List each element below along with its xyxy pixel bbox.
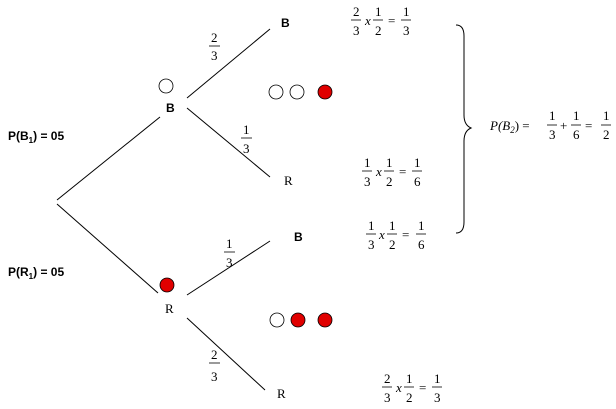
svg-text:3: 3 <box>384 390 391 405</box>
svg-text:1: 1 <box>226 236 233 251</box>
edge-r-to-b <box>186 240 271 296</box>
node-b-r: R <box>284 173 293 188</box>
svg-text:x: x <box>364 13 371 28</box>
svg-text:3: 3 <box>211 369 218 384</box>
urn-ball-red <box>290 312 306 328</box>
svg-text:x: x <box>375 164 382 179</box>
branch-prob-r-to-r: 2 3 <box>209 347 220 384</box>
edge-r-to-r <box>186 317 266 391</box>
svg-text:1: 1 <box>386 155 393 170</box>
svg-text:=: = <box>399 164 406 179</box>
svg-text:6: 6 <box>414 174 421 189</box>
branch-prob-b-to-b: 2 3 <box>209 30 220 63</box>
urn-ball-red <box>159 277 175 293</box>
svg-text:+: + <box>560 118 567 133</box>
svg-text:1: 1 <box>368 218 375 233</box>
svg-text:1: 1 <box>549 108 556 123</box>
svg-text:1: 1 <box>434 371 441 386</box>
svg-text:3: 3 <box>434 390 441 405</box>
svg-text:3: 3 <box>368 237 375 252</box>
urn-ball-white <box>269 312 285 328</box>
svg-text:2: 2 <box>211 347 218 362</box>
svg-text:1: 1 <box>375 4 382 19</box>
product-rr: 2 3 x 1 2 = 1 3 <box>382 371 442 405</box>
grouping-brace <box>455 24 473 234</box>
svg-text:3: 3 <box>243 141 250 156</box>
svg-text:1: 1 <box>603 108 610 123</box>
svg-text:3: 3 <box>403 23 410 38</box>
svg-text:2: 2 <box>353 4 360 19</box>
node-first-b: B <box>166 101 175 115</box>
prior-b1: P(B1) = 05 <box>8 129 64 145</box>
svg-text:1: 1 <box>573 108 580 123</box>
svg-text:x: x <box>378 227 385 242</box>
svg-text:3: 3 <box>226 255 233 270</box>
svg-text:3: 3 <box>211 48 218 63</box>
svg-text:6: 6 <box>573 127 580 142</box>
edge-b-to-r <box>186 107 271 178</box>
svg-text:=: = <box>402 227 409 242</box>
product-bb: 2 3 x 1 2 = 1 3 <box>351 4 411 38</box>
edge-root-to-b <box>56 116 161 201</box>
svg-text:1: 1 <box>406 371 413 386</box>
node-b-b: B <box>281 16 290 30</box>
urn-ball-red <box>317 84 333 100</box>
svg-text:2: 2 <box>375 23 382 38</box>
svg-text:P(B2) =: P(B2) = <box>489 118 530 135</box>
urn-ball-red <box>317 312 333 328</box>
svg-text:2: 2 <box>389 237 396 252</box>
svg-text:1: 1 <box>364 155 371 170</box>
svg-text:1: 1 <box>414 155 421 170</box>
product-rb: 1 3 x 1 2 = 1 6 <box>366 218 426 252</box>
svg-text:2: 2 <box>384 371 391 386</box>
urn-ball-white <box>158 78 174 94</box>
svg-text:2: 2 <box>603 127 610 142</box>
svg-text:6: 6 <box>418 237 425 252</box>
svg-text:=: = <box>419 380 426 395</box>
svg-text:1: 1 <box>403 4 410 19</box>
svg-text:2: 2 <box>211 30 218 45</box>
branch-prob-b-to-r: 1 3 <box>241 122 252 156</box>
svg-text:3: 3 <box>353 23 360 38</box>
prior-r1: P(R1) = 05 <box>8 265 64 281</box>
edge-b-to-b <box>186 28 271 99</box>
node-first-r: R <box>165 301 174 316</box>
svg-text:2: 2 <box>406 390 413 405</box>
svg-text:1: 1 <box>243 122 250 137</box>
branch-prob-r-to-b: 1 3 <box>224 236 235 270</box>
svg-text:=: = <box>585 118 592 133</box>
product-br: 1 3 x 1 2 = 1 6 <box>362 155 422 189</box>
svg-text:1: 1 <box>389 218 396 233</box>
urn-ball-white <box>268 84 284 100</box>
svg-text:2: 2 <box>386 174 393 189</box>
svg-text:=: = <box>388 13 395 28</box>
edge-root-to-r <box>56 203 159 294</box>
urn-ball-white <box>289 84 305 100</box>
svg-text:x: x <box>395 380 402 395</box>
svg-text:3: 3 <box>549 127 556 142</box>
svg-text:1: 1 <box>418 218 425 233</box>
svg-text:3: 3 <box>364 174 371 189</box>
result-equation: P(B2) = 1 3 + 1 6 = 1 2 <box>489 108 611 142</box>
node-r-r: R <box>277 386 286 401</box>
node-r-b: B <box>294 230 303 244</box>
